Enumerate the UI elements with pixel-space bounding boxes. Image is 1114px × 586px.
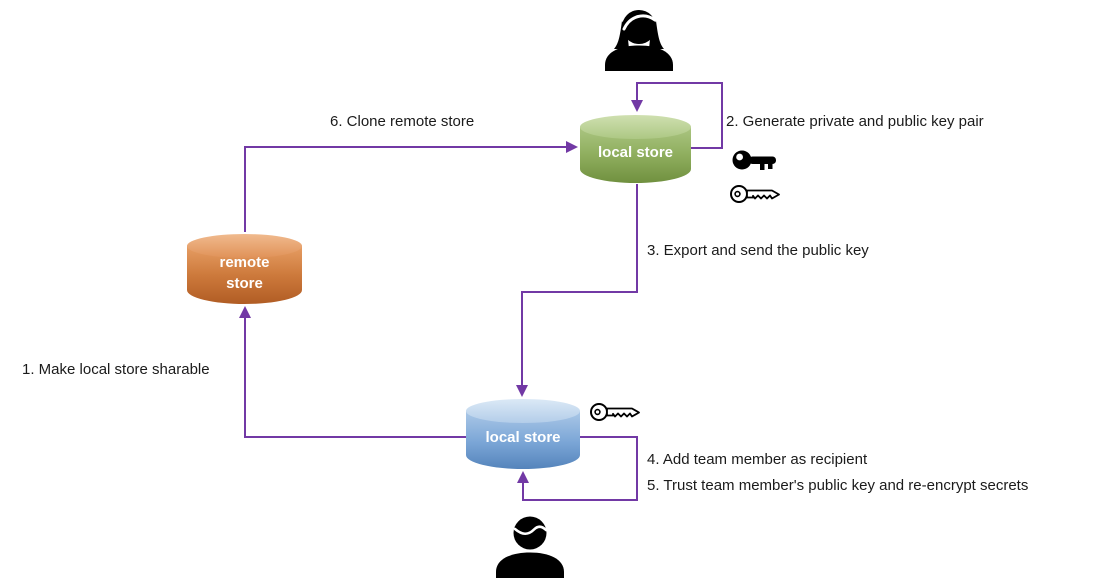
cylinder-top-face: [187, 234, 302, 258]
step4-label: 4. Add team member as recipient: [647, 451, 868, 468]
connector-step2-generate-keypair-loop: [631, 82, 723, 149]
step1-label: 1. Make local store sharable: [22, 361, 210, 378]
person-male-icon: [490, 514, 570, 578]
public-key-icon: [588, 397, 642, 425]
node-label: local store: [597, 144, 674, 161]
connector-step4-5-add-trust-loop: [517, 436, 638, 501]
connector-step3-export-public-key: [516, 184, 638, 397]
step5-label: 5. Trust team member's public key and re…: [647, 477, 1029, 494]
node-label: remote store: [219, 253, 270, 292]
private-key-icon: [732, 146, 778, 174]
public-key-icon: [729, 179, 781, 207]
step3-label: 3. Export and send the public key: [647, 242, 869, 259]
node-local-store-bottom: local store: [466, 399, 580, 469]
node-label: local store: [485, 429, 561, 446]
cylinder-top-face: [466, 399, 580, 423]
node-remote-store: remote store: [187, 234, 302, 304]
connector-step1-make-sharable: [239, 306, 466, 438]
person-female-icon: [598, 7, 680, 71]
step2-label: 2. Generate private and public key pair: [726, 113, 984, 130]
cylinder-top-face: [580, 115, 691, 139]
node-local-store-top: local store: [580, 115, 691, 183]
step6-label: 6. Clone remote store: [330, 113, 475, 130]
connector-step6-clone-remote-store: [244, 141, 578, 232]
